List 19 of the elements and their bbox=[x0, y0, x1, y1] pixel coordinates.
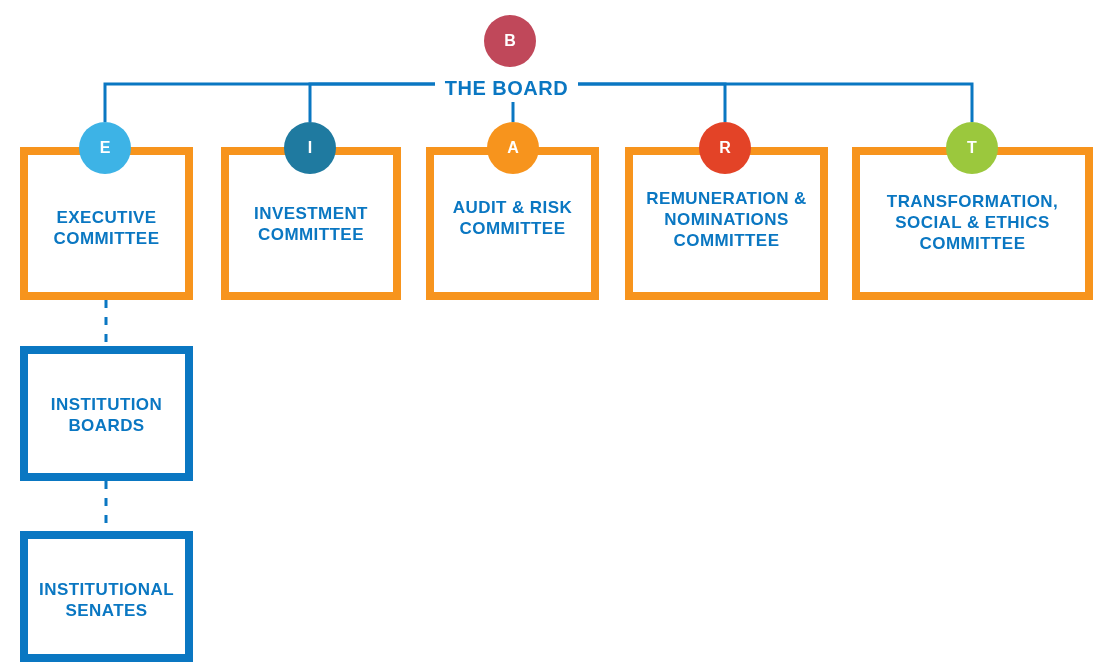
committee-name: INSTITUTION BOARDS bbox=[49, 394, 164, 436]
committee-name: REMUNERATION & NOMINATIONS COMMITTEE bbox=[645, 188, 808, 251]
committee-name: INSTITUTIONAL SENATES bbox=[38, 579, 175, 621]
letter-badge: I bbox=[284, 122, 336, 174]
letter-badge: A bbox=[487, 122, 539, 174]
connector-line bbox=[578, 82, 974, 122]
connector-line bbox=[511, 102, 515, 122]
board-heading: THE BOARD bbox=[435, 74, 578, 102]
connector-line bbox=[308, 82, 435, 122]
committee-name: INVESTMENT COMMITTEE bbox=[253, 203, 369, 245]
committee-box bbox=[20, 531, 193, 662]
committee-name: EXECUTIVE COMMITTEE bbox=[52, 207, 161, 249]
committee-box bbox=[20, 346, 193, 481]
letter-badge: B bbox=[484, 15, 536, 67]
letter-badge: R bbox=[699, 122, 751, 174]
letter-badge: E bbox=[79, 122, 131, 174]
committee-name: AUDIT & RISK COMMITTEE bbox=[451, 197, 574, 239]
committee-name: TRANSFORMATION, SOCIAL & ETHICS COMMITTEE bbox=[885, 191, 1060, 254]
letter-badge: T bbox=[946, 122, 998, 174]
